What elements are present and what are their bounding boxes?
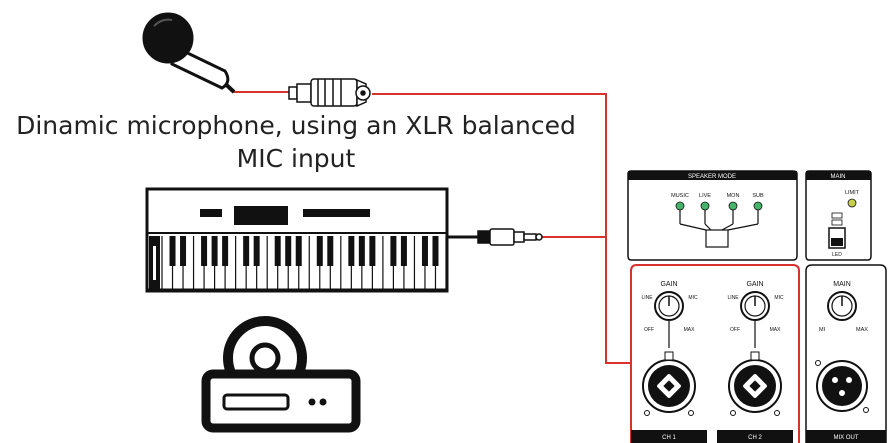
cd-player-icon bbox=[201, 316, 361, 433]
black-key bbox=[274, 236, 281, 266]
black-key bbox=[201, 236, 208, 266]
black-key bbox=[169, 236, 176, 266]
black-key bbox=[390, 236, 397, 266]
xlr-connector-icon bbox=[288, 78, 371, 108]
main-max-label: MAX bbox=[856, 327, 868, 333]
channel-name-bar bbox=[717, 430, 793, 443]
speaker-mode-title: SPEAKER MODE bbox=[688, 174, 736, 180]
mode-led-live bbox=[700, 201, 710, 211]
mode-label-mon: MON bbox=[727, 193, 740, 199]
jack-connector-icon bbox=[477, 228, 543, 246]
black-key bbox=[295, 236, 302, 266]
main-limit-panel: MAIN LIMIT LED bbox=[805, 170, 872, 261]
black-key bbox=[180, 236, 187, 266]
main-title-top: MAIN bbox=[831, 174, 846, 180]
black-key bbox=[285, 236, 292, 266]
max-label: MAX bbox=[770, 327, 782, 333]
main-output-panel: MAIN MI MAX MIX OUT bbox=[805, 264, 887, 443]
mix-out-label: MIX OUT bbox=[834, 435, 859, 441]
black-key bbox=[222, 236, 229, 266]
screw-icon bbox=[644, 410, 650, 416]
mic-label: MIC bbox=[688, 295, 698, 301]
jack-hole bbox=[663, 380, 675, 392]
limit-label: LIMIT bbox=[845, 190, 860, 196]
max-label: MAX bbox=[684, 327, 696, 333]
black-key bbox=[421, 236, 428, 266]
mode-label-live: LIVE bbox=[699, 193, 711, 199]
gain-label: GAIN bbox=[660, 281, 677, 288]
black-key bbox=[211, 236, 218, 266]
mode-label-music: MUSIC bbox=[671, 193, 689, 199]
screw-icon bbox=[730, 410, 736, 416]
black-key bbox=[253, 236, 260, 266]
gain-label: GAIN bbox=[746, 281, 763, 288]
off-label: OFF bbox=[644, 327, 654, 333]
black-key bbox=[432, 236, 439, 266]
mode-led-mon bbox=[728, 201, 738, 211]
keyboard-icon bbox=[145, 187, 449, 293]
microphone-icon bbox=[142, 12, 236, 94]
mode-led-music bbox=[675, 201, 685, 211]
input-channels-panel bbox=[630, 264, 800, 443]
latch-tab bbox=[750, 351, 760, 361]
black-key bbox=[358, 236, 365, 266]
cable-lines bbox=[232, 91, 636, 364]
main-min-label: MI bbox=[819, 327, 826, 333]
black-key bbox=[316, 236, 323, 266]
screw-icon bbox=[688, 410, 694, 416]
black-key bbox=[348, 236, 355, 266]
mic-label: MIC bbox=[774, 295, 784, 301]
black-key bbox=[369, 236, 376, 266]
latch-tab bbox=[664, 351, 674, 361]
xlr-to-panel-cable bbox=[372, 93, 636, 364]
mode-led-sub bbox=[753, 201, 763, 211]
keyboard-keys bbox=[161, 236, 447, 289]
channel-name: CH 1 bbox=[662, 435, 676, 441]
screw-icon bbox=[774, 410, 780, 416]
channel-strips: GAIN LINE MIC OFF MAX CH 1 GAIN LINE MIC OFF MAX CH… bbox=[631, 281, 793, 443]
main-output-title: MAIN bbox=[833, 281, 851, 288]
black-key bbox=[243, 236, 250, 266]
channel-strip-1: GAIN LINE MIC OFF MAX CH 1 bbox=[631, 281, 707, 443]
line-label: LINE bbox=[641, 295, 653, 301]
channel-strip-2: GAIN LINE MIC OFF MAX CH 2 bbox=[717, 281, 793, 443]
channel-name: CH 2 bbox=[748, 435, 762, 441]
caption-line-1: Dinamic microphone, using an XLR balance… bbox=[16, 111, 576, 140]
line-label: LINE bbox=[727, 295, 739, 301]
caption-line-2: MIC input bbox=[236, 144, 356, 173]
black-key bbox=[400, 236, 407, 266]
off-label: OFF bbox=[730, 327, 740, 333]
speaker-mode-panel: SPEAKER MODE MUSIC LIVE MON SUB bbox=[627, 170, 798, 261]
limit-led bbox=[847, 198, 857, 208]
switch-label: LED bbox=[832, 252, 842, 258]
black-key bbox=[327, 236, 334, 266]
mode-label-sub: SUB bbox=[752, 193, 764, 199]
channel-name-bar bbox=[631, 430, 707, 443]
jack-hole bbox=[749, 380, 761, 392]
